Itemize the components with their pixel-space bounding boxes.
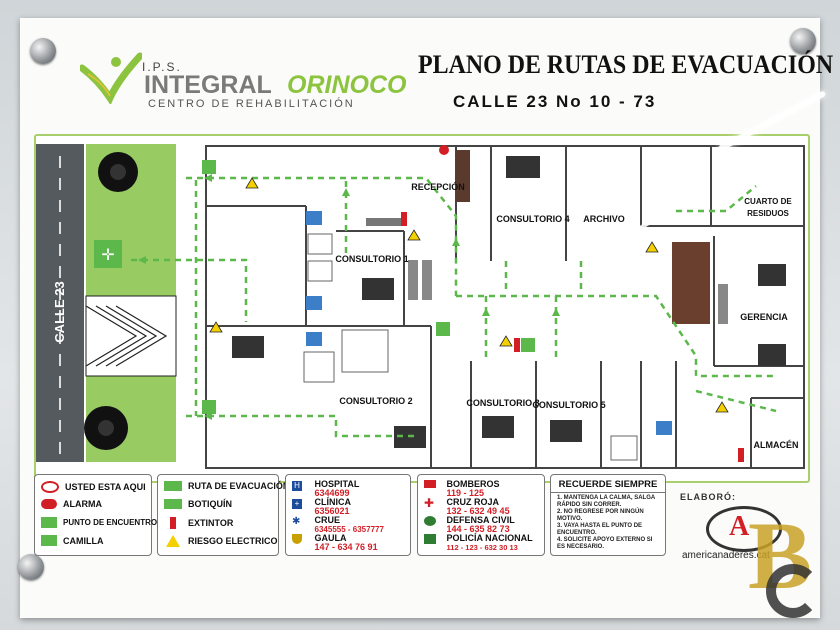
room-gerencia: GERENCIA bbox=[740, 312, 788, 322]
extinguisher-icon bbox=[170, 517, 176, 529]
legend-item: BOTIQUÍN bbox=[164, 499, 232, 509]
remember-item: 1. MANTENGA LA CALMA, SALGA RÁPIDO SIN C… bbox=[557, 495, 655, 508]
star-of-life-icon: ✱ bbox=[292, 516, 301, 527]
room-recepcion: RECEPCIÓN bbox=[411, 181, 465, 192]
legend-item: CAMILLA bbox=[41, 535, 104, 546]
remember-item: 3. VAYA HASTA EL PUNTO DE ENCUENTRO. bbox=[557, 523, 643, 536]
company-name: americanaderes.cat bbox=[682, 550, 770, 561]
company-logo: A bbox=[706, 506, 782, 552]
you-are-here-icon bbox=[41, 481, 59, 493]
logo-integral: INTEGRAL bbox=[144, 71, 272, 99]
floor-plan: CALLE 23 ✛ bbox=[34, 134, 810, 483]
logo-subtitle: CENTRO DE REHABILITACIÓN bbox=[148, 98, 355, 110]
elaboro-label: ELABORÓ: bbox=[680, 492, 736, 502]
civil-defense-icon bbox=[424, 516, 436, 526]
red-cross-icon: ✚ bbox=[424, 496, 435, 510]
legend-symbols: USTED ESTA AQUI ALARMA PUNTO DE ENCUENTR… bbox=[34, 474, 157, 556]
meeting-point-icon bbox=[94, 240, 122, 268]
exit-sign-icon bbox=[202, 160, 216, 414]
legend-item: USTED ESTA AQUI bbox=[41, 481, 146, 493]
street-label: CALLE 23 bbox=[52, 281, 67, 342]
room-almacen: ALMACÉN bbox=[754, 440, 799, 450]
legend-item: ALARMA bbox=[41, 499, 102, 509]
fire-truck-icon bbox=[424, 480, 436, 488]
sign-address: CALLE 23 No 10 - 73 bbox=[453, 92, 657, 111]
room-consultorio-1: CONSULTORIO 1 bbox=[335, 254, 408, 264]
meeting-point-icon bbox=[41, 517, 57, 528]
police-icon bbox=[424, 534, 436, 544]
logo-orinoco: ORINOCO bbox=[287, 71, 407, 99]
logo-ips: I.P.S. bbox=[142, 60, 182, 74]
legend-item: RIESGO ELECTRICO bbox=[164, 535, 278, 547]
svg-text:✛: ✛ bbox=[101, 245, 114, 264]
room-consultorio-5: CONSULTORIO 5 bbox=[532, 400, 605, 410]
first-aid-icon bbox=[164, 499, 182, 509]
watermark-logo: B bbox=[742, 508, 830, 618]
floor-plan-drawing: CALLE 23 ✛ bbox=[36, 144, 805, 469]
remember-box: RECUERDE SIEMPRE 1. MANTENGA LA CALMA, S… bbox=[550, 474, 666, 556]
electric-risk-icon bbox=[166, 535, 180, 547]
tree-icon bbox=[84, 406, 128, 450]
route-arrow-icon bbox=[164, 481, 182, 491]
tree-icon bbox=[98, 152, 138, 192]
stretcher-icon bbox=[41, 535, 57, 546]
shield-icon bbox=[292, 534, 302, 544]
alarm-icon bbox=[41, 499, 57, 509]
legend-item: EXTINTOR bbox=[164, 517, 233, 529]
screw-top-right bbox=[790, 28, 816, 54]
room-consultorio-3: CONSULTORIO 3 bbox=[466, 398, 539, 408]
room-consultorio-2: CONSULTORIO 2 bbox=[339, 396, 412, 406]
remember-item: 2. NO REGRESE POR NINGÚN MOTIVO. bbox=[557, 509, 644, 522]
sign-title: PLANO DE RUTAS DE EVACUACIÓN bbox=[418, 50, 834, 79]
screw-top-left bbox=[30, 38, 56, 64]
electric-risk-icon bbox=[209, 177, 729, 413]
room-consultorio-4: CONSULTORIO 4 bbox=[496, 214, 569, 224]
legend-routes: RUTA DE EVACUACIÓN BOTIQUÍN EXTINTOR RIE… bbox=[157, 474, 289, 556]
clinic-icon: + bbox=[292, 499, 302, 509]
legend-item: RUTA DE EVACUACIÓN bbox=[164, 481, 289, 491]
stretcher-icon bbox=[436, 322, 450, 336]
remember-title: RECUERDE SIEMPRE bbox=[551, 479, 665, 493]
room-archivo: ARCHIVO bbox=[583, 214, 625, 224]
you-are-here-icon bbox=[439, 145, 449, 155]
person-logo-icon bbox=[80, 52, 142, 104]
remember-item: 4. SOLICITE APOYO EXTERNO SI ES NECESARI… bbox=[557, 537, 653, 550]
legend-item: PUNTO DE ENCUENTRO bbox=[41, 517, 157, 528]
screw-bottom-left bbox=[18, 554, 44, 580]
hospital-icon: H bbox=[292, 481, 302, 491]
extinguisher-icon bbox=[401, 212, 744, 462]
first-aid-icon bbox=[521, 338, 535, 352]
